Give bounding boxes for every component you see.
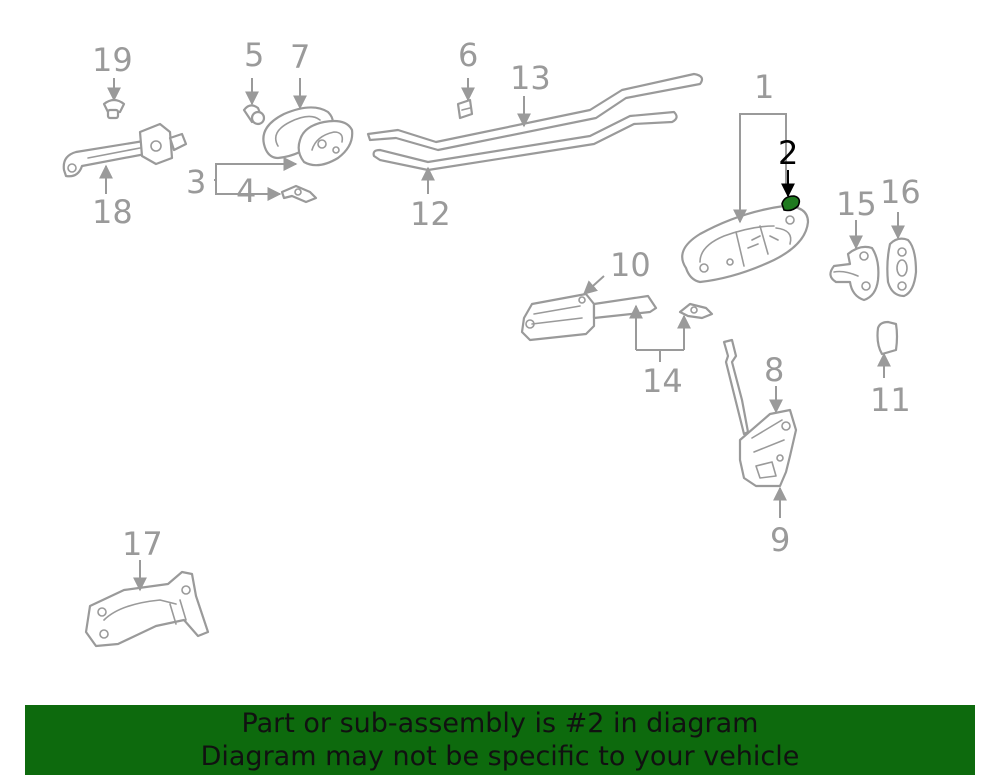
callout-16: 16 bbox=[880, 173, 921, 211]
banner-line-1: Part or sub-assembly is #2 in diagram bbox=[241, 708, 759, 739]
callout-14: 14 bbox=[642, 362, 683, 400]
callout-2: 2 bbox=[778, 134, 798, 172]
callout-13: 13 bbox=[510, 59, 551, 97]
part-5-clip[interactable] bbox=[242, 104, 266, 126]
banner-line-2: Diagram may not be specific to your vehi… bbox=[200, 741, 800, 772]
info-banner: Part or sub-assembly is #2 in diagram Di… bbox=[25, 705, 975, 775]
part-3-inside-handle[interactable] bbox=[297, 119, 354, 167]
part-10-actuator[interactable] bbox=[520, 292, 658, 342]
callout-9: 9 bbox=[770, 521, 790, 559]
callout-8: 8 bbox=[764, 351, 784, 389]
callout-15: 15 bbox=[836, 185, 877, 223]
part-18-door-check[interactable] bbox=[62, 122, 188, 178]
part-15-striker[interactable] bbox=[829, 245, 880, 302]
part-13-rod[interactable] bbox=[366, 72, 704, 152]
part-8-rod[interactable] bbox=[722, 338, 750, 436]
callout-5: 5 bbox=[244, 36, 264, 74]
callout-17: 17 bbox=[122, 525, 163, 563]
part-9-latch[interactable] bbox=[738, 408, 798, 488]
parts-diagram: 19 18 5 7 3 4 6 13 12 1 2 15 16 10 14 8 … bbox=[62, 36, 921, 648]
callout-6: 6 bbox=[458, 36, 478, 74]
callout-4: 4 bbox=[236, 172, 256, 210]
callout-labels: 19 18 5 7 3 4 6 13 12 1 2 15 16 10 14 8 … bbox=[92, 36, 921, 563]
callout-12: 12 bbox=[410, 195, 451, 233]
callout-18: 18 bbox=[92, 193, 133, 231]
leader-lines bbox=[99, 78, 905, 592]
part-12-rod[interactable] bbox=[372, 110, 678, 172]
callout-19: 19 bbox=[92, 41, 133, 79]
part-6-clip[interactable] bbox=[456, 98, 474, 120]
part-17-hinge[interactable] bbox=[84, 570, 210, 648]
part-4-clip[interactable] bbox=[280, 184, 318, 204]
part-16-plate[interactable] bbox=[886, 237, 918, 298]
part-19-clip[interactable] bbox=[102, 98, 126, 120]
callout-3: 3 bbox=[186, 163, 206, 201]
callout-1: 1 bbox=[754, 68, 774, 106]
callout-11: 11 bbox=[870, 381, 911, 419]
callout-7: 7 bbox=[290, 38, 310, 76]
part-14-clip[interactable] bbox=[678, 302, 714, 320]
part-11-cap[interactable] bbox=[876, 320, 899, 356]
part-2-highlighted[interactable] bbox=[781, 195, 801, 212]
callout-10: 10 bbox=[610, 246, 651, 284]
part-1-outside-handle[interactable] bbox=[681, 204, 810, 284]
